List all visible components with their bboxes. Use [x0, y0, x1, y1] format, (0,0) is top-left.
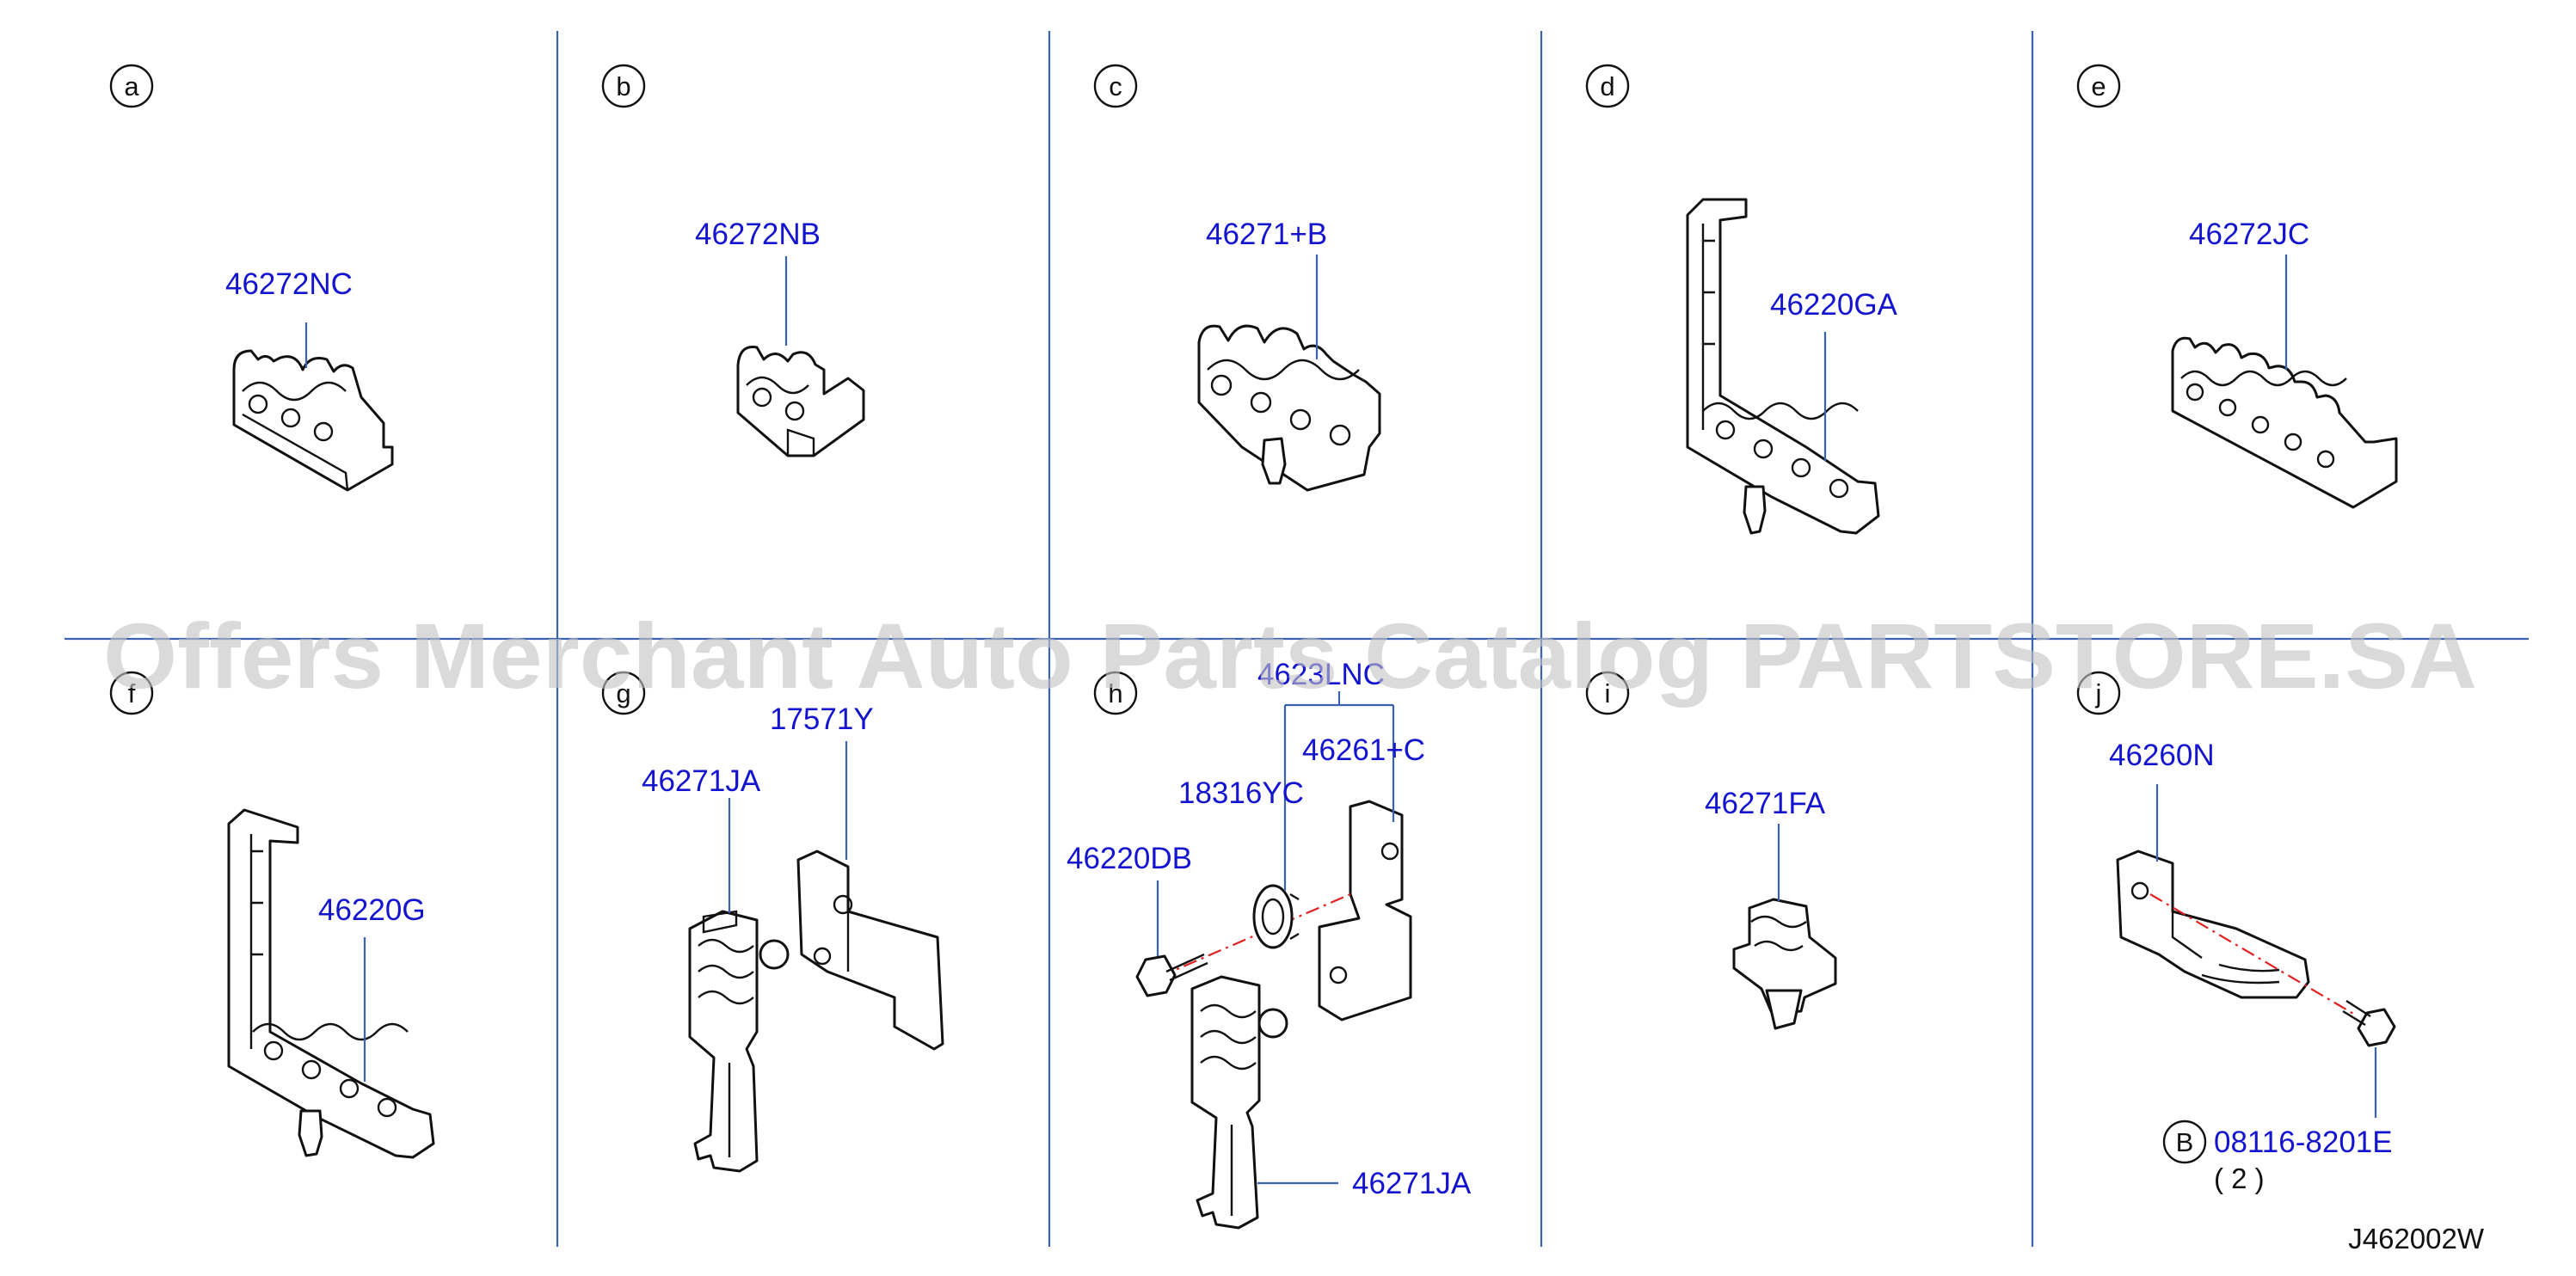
section-a: a 46272NC — [109, 64, 394, 492]
drawing-code: J462002W — [2348, 1223, 2485, 1255]
section-letter-h: h — [1108, 678, 1122, 709]
section-letter-j: j — [2095, 678, 2102, 709]
bracket-46220GA-drawing — [1686, 198, 1880, 535]
part-number-46271JA-g: 46271JA — [642, 764, 761, 798]
part-number-46271FA: 46271FA — [1705, 787, 1826, 820]
part-number-46220DB: 46220DB — [1067, 842, 1192, 875]
bolt-46220DB-drawing — [1135, 953, 1208, 997]
section-letter-f: f — [128, 678, 136, 709]
section-d: d 46220GA — [1585, 64, 1898, 535]
clip-46271FA-drawing — [1732, 898, 1837, 1030]
part-number-18316YC: 18316YC — [1178, 776, 1304, 810]
part-number-46260N: 46260N — [2109, 739, 2215, 772]
part-number-46271JA-h: 46271JA — [1352, 1167, 1472, 1200]
section-j: j 46260N B 08116-8201E ( 2 ) — [2076, 671, 2396, 1194]
fastener-centerline-h — [1159, 893, 1351, 978]
clip-46272NB-drawing — [736, 345, 865, 457]
section-h: h 4623LNC 46261+C 18316YC 4622 — [1067, 658, 1472, 1230]
fastener-centerline-j — [2149, 893, 2356, 1015]
part-number-46272NB: 46272NB — [695, 218, 821, 251]
watermark-text: Offers Merchant Auto Parts Catalog PARTS… — [103, 604, 2477, 708]
section-f: f 46220G — [109, 671, 435, 1159]
section-letter-e: e — [2091, 71, 2106, 101]
part-number-46272NC: 46272NC — [225, 267, 353, 301]
clip-46271JA-h-drawing — [1190, 975, 1288, 1230]
bracket-46260N-drawing — [2116, 850, 2310, 999]
bolt-quantity: ( 2 ) — [2214, 1163, 2265, 1194]
clip-46271B-drawing — [1197, 324, 1381, 492]
clip-46272NC-drawing — [232, 349, 394, 492]
clip-46272JC-drawing — [2171, 336, 2398, 509]
part-number-46261C: 46261+C — [1302, 733, 1425, 767]
part-number-46220GA: 46220GA — [1770, 288, 1898, 322]
section-letter-d: d — [1600, 71, 1614, 101]
section-letter-c: c — [1109, 71, 1122, 101]
section-letter-b: b — [616, 71, 630, 101]
part-number-4623LNC: 4623LNC — [1257, 658, 1385, 691]
part-number-17571Y: 17571Y — [770, 702, 874, 736]
grommet-18316YC-drawing — [1252, 884, 1300, 949]
bracket-17571Y-drawing — [796, 850, 944, 1051]
section-g: g 17571Y 46271JA — [601, 671, 944, 1173]
clip-46271JA-drawing — [688, 910, 790, 1173]
section-e: e 46272JC — [2076, 64, 2398, 509]
bolt-reference-circle — [2162, 1120, 2207, 1164]
bracket-46261C-drawing — [1318, 800, 1412, 1021]
part-number-46272JC: 46272JC — [2189, 218, 2309, 251]
part-number-46271B: 46271+B — [1206, 218, 1327, 251]
bracket-46220G-drawing — [227, 808, 435, 1159]
bolt-reference-letter: B — [2176, 1127, 2194, 1157]
part-number-46220G: 46220G — [318, 893, 426, 927]
section-c: c 46271+B — [1093, 64, 1381, 492]
section-i: i 46271FA — [1585, 671, 1837, 1030]
section-letter-g: g — [616, 678, 630, 709]
bolt-08116-8201E-drawing — [2342, 999, 2396, 1047]
section-letter-i: i — [1605, 678, 1611, 709]
part-number-08116-8201E: 08116-8201E — [2214, 1126, 2393, 1159]
section-b: b 46272NB — [601, 64, 865, 457]
section-letter-a: a — [124, 71, 139, 101]
grid-dividers — [65, 31, 2529, 1247]
